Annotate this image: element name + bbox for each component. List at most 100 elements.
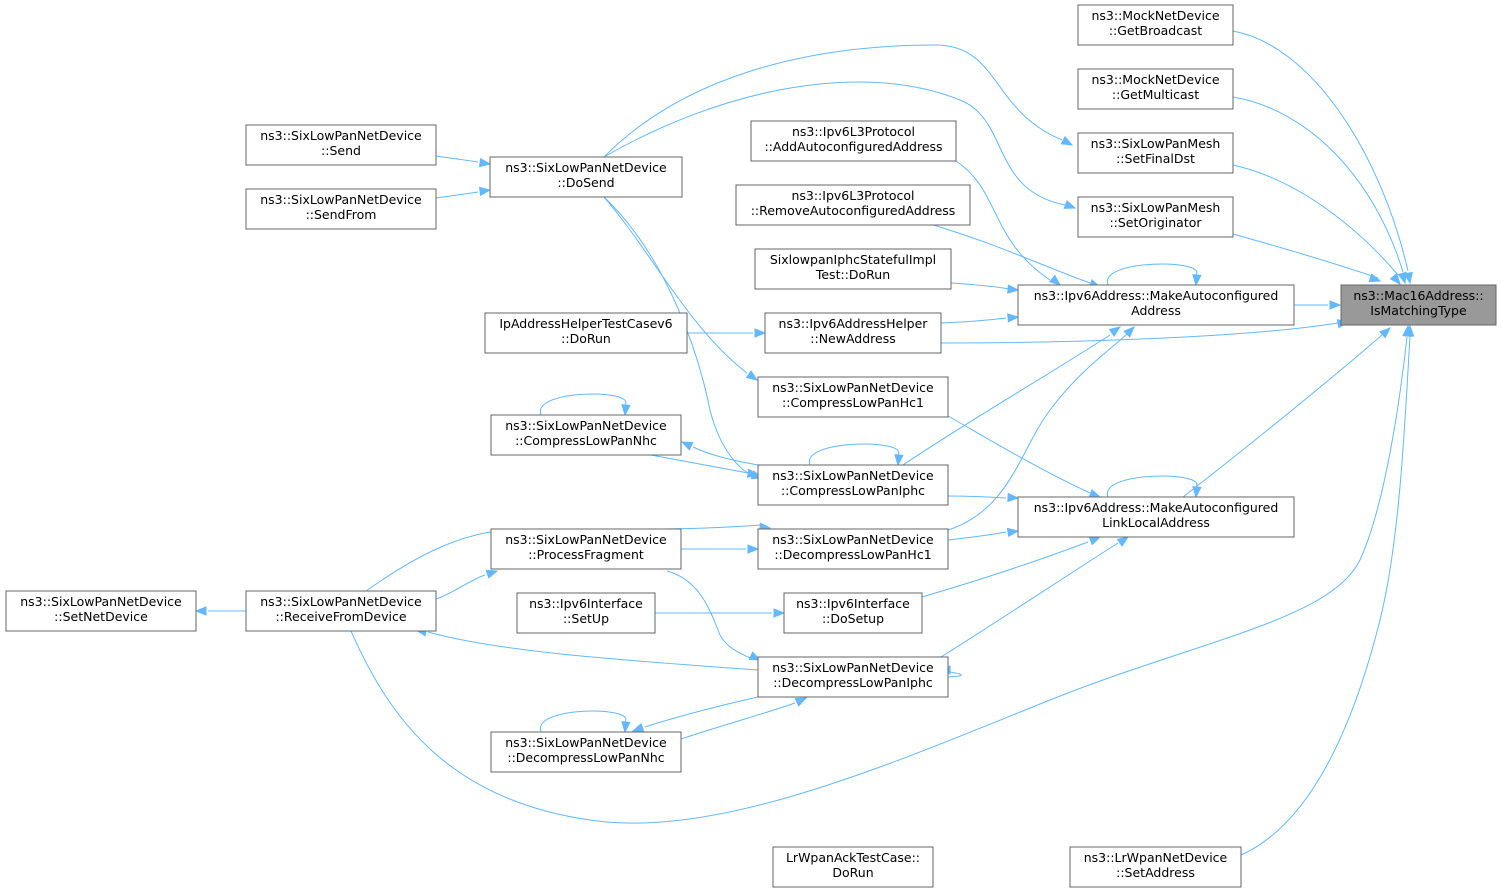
caller-function-node[interactable]: ns3::SixLowPanNetDevice::Send xyxy=(245,124,437,166)
node-label-line: IsMatchingType xyxy=(1370,303,1467,318)
call-edge xyxy=(650,454,749,474)
node-label-line: ns3::SixLowPanNetDevice xyxy=(772,532,934,547)
node-box xyxy=(1017,496,1295,538)
node-label-line: ns3::Ipv6AddressHelper xyxy=(779,316,929,331)
node-label-line: ns3::SixLowPanNetDevice xyxy=(505,418,667,433)
node-label-line: Address xyxy=(1131,303,1181,318)
caller-function-node[interactable]: ns3::SixLowPanNetDevice::SendFrom xyxy=(245,188,437,230)
caller-function-node[interactable]: ns3::Ipv6AddressHelper::NewAddress xyxy=(764,312,942,354)
node-box xyxy=(490,528,682,570)
node-label-line: ::SetAddress xyxy=(1116,865,1195,880)
recursive-call-edge xyxy=(540,710,627,733)
call-edge-arrowhead xyxy=(478,186,492,197)
call-edge-arrowhead xyxy=(680,441,694,451)
caller-function-node[interactable]: ns3::Ipv6L3Protocol::RemoveAutoconfigure… xyxy=(735,184,971,226)
caller-function-node[interactable]: ns3::LrWpanNetDevice::SetAddress xyxy=(1069,846,1242,888)
caller-function-node[interactable]: ns3::SixLowPanNetDevice::DecompressLowPa… xyxy=(757,528,949,570)
call-edge-arrowhead xyxy=(1389,272,1401,286)
call-edge xyxy=(350,336,1408,824)
call-edge-arrowhead xyxy=(1402,324,1412,337)
call-edge xyxy=(1232,96,1404,273)
call-edge-arrowhead xyxy=(1007,313,1020,323)
caller-function-node[interactable]: ns3::SixLowPanNetDevice::CompressLowPanI… xyxy=(757,464,949,506)
caller-function-node[interactable]: ns3::SixLowPanNetDevice::ReceiveFromDevi… xyxy=(245,590,437,632)
call-edge-arrowhead xyxy=(1006,527,1020,538)
node-label-line: ::DecompressLowPanNhc xyxy=(507,750,664,765)
node-label-line: ::DecompressLowPanHc1 xyxy=(774,547,931,562)
node-box xyxy=(1340,284,1497,326)
caller-function-node[interactable]: ns3::Ipv6Address::MakeAutoconfiguredLink… xyxy=(1017,496,1295,538)
caller-function-node[interactable]: ns3::SixLowPanMesh::SetFinalDst xyxy=(1077,132,1234,174)
root-function-node[interactable]: ns3::Mac16Address::IsMatchingType xyxy=(1340,284,1497,326)
node-label-line: ns3::SixLowPanNetDevice xyxy=(505,532,667,547)
call-edge-arrowhead xyxy=(631,722,645,732)
recursive-call-edge-arrowhead xyxy=(1192,486,1202,499)
node-label-line: ::ProcessFragment xyxy=(528,547,644,562)
node-label-line: ns3::Mac16Address:: xyxy=(1353,288,1483,303)
node-box xyxy=(1077,132,1234,174)
node-label-line: ::DoSend xyxy=(557,175,614,190)
node-label-line: ::DecompressLowPanIphc xyxy=(773,675,933,690)
caller-function-node[interactable]: ns3::SixLowPanNetDevice::DoSend xyxy=(489,156,683,198)
node-label-line: ns3::SixLowPanNetDevice xyxy=(260,594,422,609)
call-edge xyxy=(692,446,759,466)
node-box xyxy=(245,188,437,230)
caller-function-node[interactable]: ns3::SixLowPanMesh::SetOriginator xyxy=(1077,196,1234,238)
node-label-line: ns3::SixLowPanNetDevice xyxy=(772,380,934,395)
node-label-line: ns3::SixLowPanNetDevice xyxy=(505,735,667,750)
recursive-call-edge xyxy=(540,393,627,416)
call-edge xyxy=(603,196,753,476)
caller-function-node[interactable]: ns3::SixLowPanNetDevice::SetNetDevice xyxy=(5,590,197,632)
call-edge xyxy=(902,334,1111,466)
call-edge-arrowhead xyxy=(746,468,760,478)
call-edge xyxy=(1232,30,1409,272)
recursive-call-edge xyxy=(1107,263,1198,286)
recursive-call-edge-arrowhead xyxy=(1192,274,1202,287)
node-label-line: ::GetBroadcast xyxy=(1109,23,1202,38)
caller-function-node[interactable]: ns3::MockNetDevice::GetBroadcast xyxy=(1077,4,1234,46)
node-box xyxy=(490,731,682,773)
caller-function-node[interactable]: ns3::SixLowPanNetDevice::DecompressLowPa… xyxy=(757,656,949,698)
node-box xyxy=(1077,68,1234,110)
call-edge-arrowhead xyxy=(478,157,492,168)
call-edge-arrowhead xyxy=(1116,536,1130,547)
caller-function-node[interactable]: LrWpanAckTestCase::DoRun xyxy=(772,846,934,888)
node-label-line: IpAddressHelperTestCasev6 xyxy=(499,316,672,331)
call-edge xyxy=(1232,164,1399,276)
call-edge xyxy=(950,282,1009,290)
call-edge xyxy=(1240,335,1411,856)
caller-function-node[interactable]: ns3::SixLowPanNetDevice::ProcessFragment xyxy=(490,528,682,570)
caller-function-node[interactable]: ns3::Ipv6Interface::SetUp xyxy=(516,592,656,634)
node-box xyxy=(735,184,971,226)
node-label-line: ::CompressLowPanIphc xyxy=(781,483,925,498)
node-box xyxy=(754,248,952,290)
node-box xyxy=(5,590,197,632)
caller-function-node[interactable]: ns3::MockNetDevice::GetMulticast xyxy=(1077,68,1234,110)
call-edge-arrowhead xyxy=(1088,536,1102,546)
call-edge-arrowhead xyxy=(1007,284,1020,294)
node-label-line: LinkLocalAddress xyxy=(1102,515,1210,530)
caller-function-node[interactable]: ns3::SixLowPanNetDevice::DecompressLowPa… xyxy=(490,731,682,773)
node-label-line: ns3::MockNetDevice xyxy=(1091,72,1219,87)
caller-function-node[interactable]: ns3::SixLowPanNetDevice::CompressLowPanH… xyxy=(757,376,949,418)
node-label-line: ns3::LrWpanNetDevice xyxy=(1084,850,1228,865)
recursive-call-edge xyxy=(1107,475,1198,498)
call-edge-arrowhead xyxy=(1063,199,1077,209)
node-label-line: ns3::SixLowPanMesh xyxy=(1091,136,1221,151)
node-box xyxy=(783,592,923,634)
call-edge-arrowhead xyxy=(485,569,499,579)
call-edge xyxy=(929,223,1091,284)
call-edge xyxy=(947,495,1007,499)
recursive-call-edge-arrowhead xyxy=(621,404,631,417)
call-edge-arrowhead xyxy=(1123,326,1135,338)
caller-function-node[interactable]: ns3::Ipv6Address::MakeAutoconfiguredAddr… xyxy=(1017,284,1295,326)
caller-function-node[interactable]: ns3::Ipv6L3Protocol::AddAutoconfiguredAd… xyxy=(750,120,957,162)
call-edge xyxy=(940,322,1339,344)
caller-function-node[interactable]: ns3::Ipv6Interface::DoSetup xyxy=(783,592,923,634)
caller-function-node[interactable]: IpAddressHelperTestCasev6::DoRun xyxy=(484,312,688,354)
node-box xyxy=(764,312,942,354)
node-box xyxy=(750,120,957,162)
caller-function-node[interactable]: ns3::SixLowPanNetDevice::CompressLowPanN… xyxy=(490,414,682,456)
